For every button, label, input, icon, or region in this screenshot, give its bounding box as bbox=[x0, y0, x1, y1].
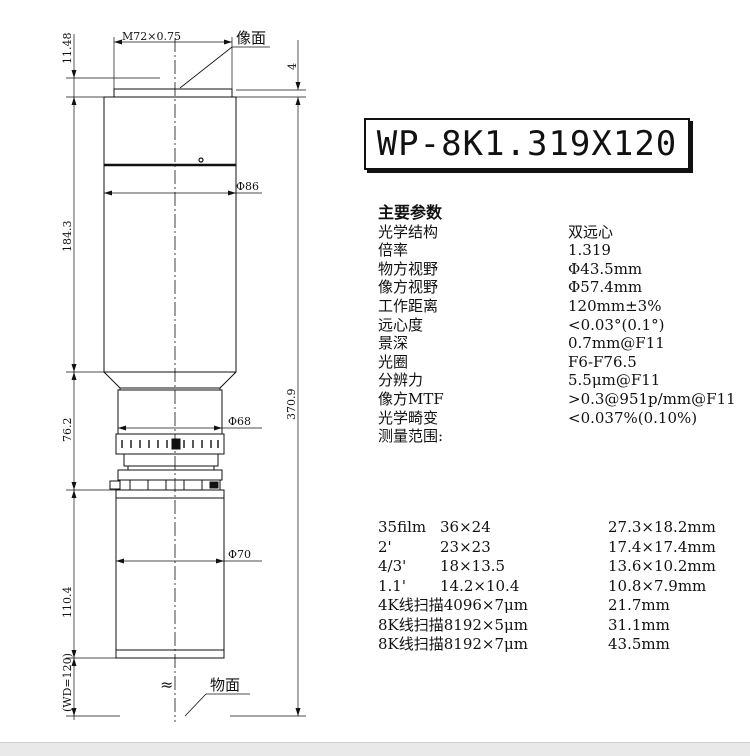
bottom-scroll-bar bbox=[0, 742, 750, 756]
dim-wd-label: (WD=120) bbox=[61, 653, 74, 712]
spec-row: 像方MTF>0.3@951p/mm@F11 bbox=[378, 389, 736, 408]
dim-mid-label: 76.2 bbox=[61, 418, 74, 443]
lock-ring bbox=[117, 469, 223, 481]
mid-section bbox=[117, 389, 223, 435]
aperture-ring bbox=[119, 479, 221, 491]
dim-upper-label: 184.3 bbox=[61, 221, 74, 253]
collar bbox=[123, 453, 219, 467]
spec-row: 光学结构双远心 bbox=[378, 222, 614, 241]
spec-row: 光学畸变<0.037%(0.10%) bbox=[378, 408, 698, 427]
thread-dim-label: M72×0.75 bbox=[122, 30, 181, 43]
dim-total-label: 370.9 bbox=[285, 389, 298, 421]
spec-row: 远心度<0.03°(0.1°) bbox=[378, 315, 665, 334]
model-title-box: WP-8K1.319X120 bbox=[364, 118, 690, 170]
lock-screw bbox=[109, 480, 121, 490]
dim-flange-label: 4 bbox=[286, 63, 299, 70]
dim-top-label: 11.48 bbox=[61, 33, 74, 65]
upper-body bbox=[103, 96, 237, 391]
focus-ring bbox=[115, 433, 225, 455]
measure-range-label: 测量范围: bbox=[378, 427, 444, 446]
spec-heading: 主要参数 bbox=[378, 203, 443, 222]
diameter-70-label: Φ70 bbox=[228, 548, 251, 561]
lower-body bbox=[115, 489, 225, 659]
break-symbol: ≈ bbox=[160, 675, 173, 694]
model-title: WP-8K1.319X120 bbox=[376, 124, 678, 164]
image-plane-label: 像面 bbox=[236, 29, 266, 47]
diameter-86-label: Φ86 bbox=[236, 180, 259, 193]
thread-flange bbox=[113, 88, 233, 98]
dim-lower-label: 110.4 bbox=[61, 587, 74, 619]
diameter-68-label: Φ68 bbox=[228, 415, 251, 428]
object-plane-label: 物面 bbox=[210, 676, 240, 694]
